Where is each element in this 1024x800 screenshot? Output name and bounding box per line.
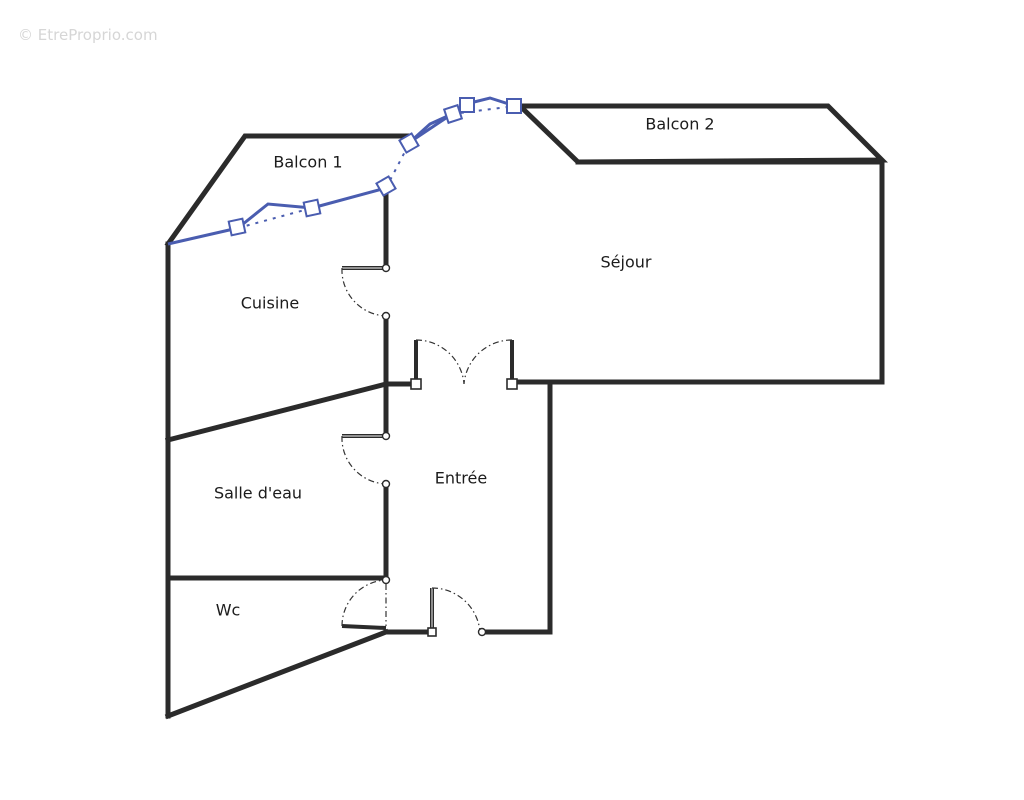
watermark: © EtreProprio.com <box>18 26 158 44</box>
window-line-2 <box>237 207 313 229</box>
window-post-3 <box>375 175 397 197</box>
window-post-1 <box>227 217 247 237</box>
label-sejour: Séjour <box>601 253 652 272</box>
entree-east-wall <box>479 379 553 635</box>
label-balcon1: Balcon 1 <box>273 153 342 172</box>
sejour-door-arc-right <box>463 339 513 385</box>
cuisine-sdb-wall <box>164 380 390 444</box>
sdb-door-hinge <box>381 431 391 441</box>
window-sash-2 <box>408 112 453 144</box>
wc-door-hinge <box>381 575 391 585</box>
window-line-3 <box>311 186 387 210</box>
entry-door-hinge <box>477 627 487 637</box>
doors <box>341 263 518 637</box>
entry-door-arc <box>431 587 481 633</box>
walls <box>164 102 888 720</box>
window-post-2 <box>302 198 322 218</box>
south-wall <box>164 628 390 720</box>
label-wc: Wc <box>216 601 241 620</box>
label-balcon2: Balcon 2 <box>645 115 714 134</box>
label-salle-deau: Salle d'eau <box>214 484 302 503</box>
window-post-7 <box>506 98 522 114</box>
cuisine-door-arc <box>341 267 387 317</box>
label-entree: Entrée <box>435 469 487 488</box>
window-post-6 <box>459 97 475 113</box>
wc-door-leaf <box>341 624 387 630</box>
window-post-4 <box>398 132 420 154</box>
room-labels: Balcon 1 Balcon 2 Séjour Cuisine Entrée … <box>214 115 715 620</box>
balcony-windows <box>167 96 522 246</box>
sejour-east-wall <box>509 159 885 385</box>
label-cuisine: Cuisine <box>241 294 300 313</box>
balcon1-railing <box>164 133 413 248</box>
sdb-door-arc <box>341 435 387 485</box>
window-sash-1 <box>237 202 313 230</box>
wc-door-arc <box>341 579 387 627</box>
window-line-1 <box>167 226 239 246</box>
sejour-door-arc-left <box>415 339 465 385</box>
cuisine-door-hinge <box>381 263 391 273</box>
